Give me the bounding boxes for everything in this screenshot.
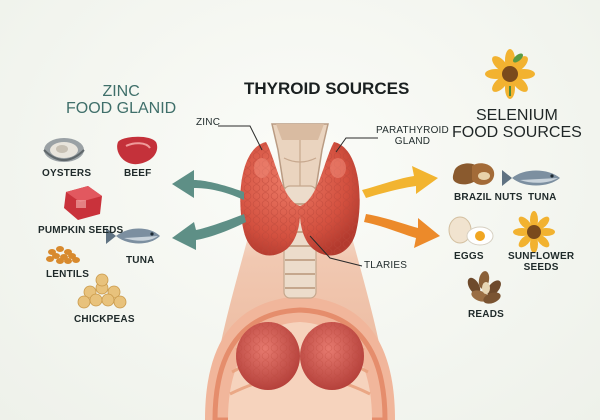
food-label-chickpeas: CHICKPEAS: [74, 314, 135, 325]
larynx: [271, 123, 329, 189]
food-label-sunflower-seeds: SUNFLOWER SEEDS: [508, 251, 575, 273]
seeds-pile-icon: [467, 271, 501, 304]
brazil-nuts-icon: [452, 163, 495, 185]
sunflower-seeds-icon: [513, 211, 555, 253]
lungs: [236, 322, 364, 390]
thyroid-gland: [240, 142, 360, 256]
callout-parathyroid: PARATHYROID GLAND: [376, 125, 449, 147]
sunflower-icon: [485, 49, 535, 99]
selenium-arrows: [362, 166, 440, 248]
zinc-arrows: [172, 170, 246, 250]
page-title: THYROID SOURCES: [244, 79, 410, 98]
food-label-tuna-selenium: TUNA: [528, 192, 557, 203]
pumpkin-beef-icon: [64, 186, 102, 220]
food-label-tuna: TUNA: [126, 255, 155, 266]
food-label-eggs: EGGS: [454, 251, 484, 262]
callout-tlaries: TLARIES: [364, 260, 408, 271]
food-label-oysters: OYSTERS: [42, 168, 92, 179]
sunflower-line1: SUNFLOWER: [508, 251, 575, 262]
zinc-heading-line2: FOOD GLANID: [66, 99, 177, 117]
tuna-fish-icon: [502, 170, 560, 186]
food-label-lentils: LENTILS: [46, 269, 90, 280]
tuna-fish-icon: [106, 228, 160, 244]
chickpeas-icon: [77, 273, 127, 309]
beef-icon: [117, 136, 158, 165]
selenium-heading: SELENIUM FOOD SOURCES: [452, 107, 582, 142]
oyster-icon: [43, 138, 85, 162]
callout-parathyroid-line2: GLAND: [394, 135, 431, 147]
sunflower-line2: SEEDS: [523, 261, 559, 273]
callout-lines: [218, 125, 378, 267]
food-label-beef: BEEF: [124, 168, 152, 179]
zinc-heading: ZINC FOOD GLANID: [66, 83, 177, 118]
callout-zinc: ZINC: [196, 117, 221, 128]
selenium-heading-line2: FOOD SOURCES: [452, 123, 582, 141]
zinc-heading-line1: ZINC: [102, 83, 140, 100]
food-label-reads: READS: [468, 309, 505, 320]
selenium-heading-line1: SELENIUM: [476, 107, 558, 124]
food-label-brazil-nuts: BRAZIL NUTS: [454, 192, 523, 203]
lentils-icon: [46, 246, 80, 264]
callout-parathyroid-line1: PARATHYROID: [376, 125, 449, 136]
food-label-pumpkin-seeds: PUMPKIN SEEDS: [38, 225, 124, 236]
eggs-icon: [448, 216, 494, 246]
